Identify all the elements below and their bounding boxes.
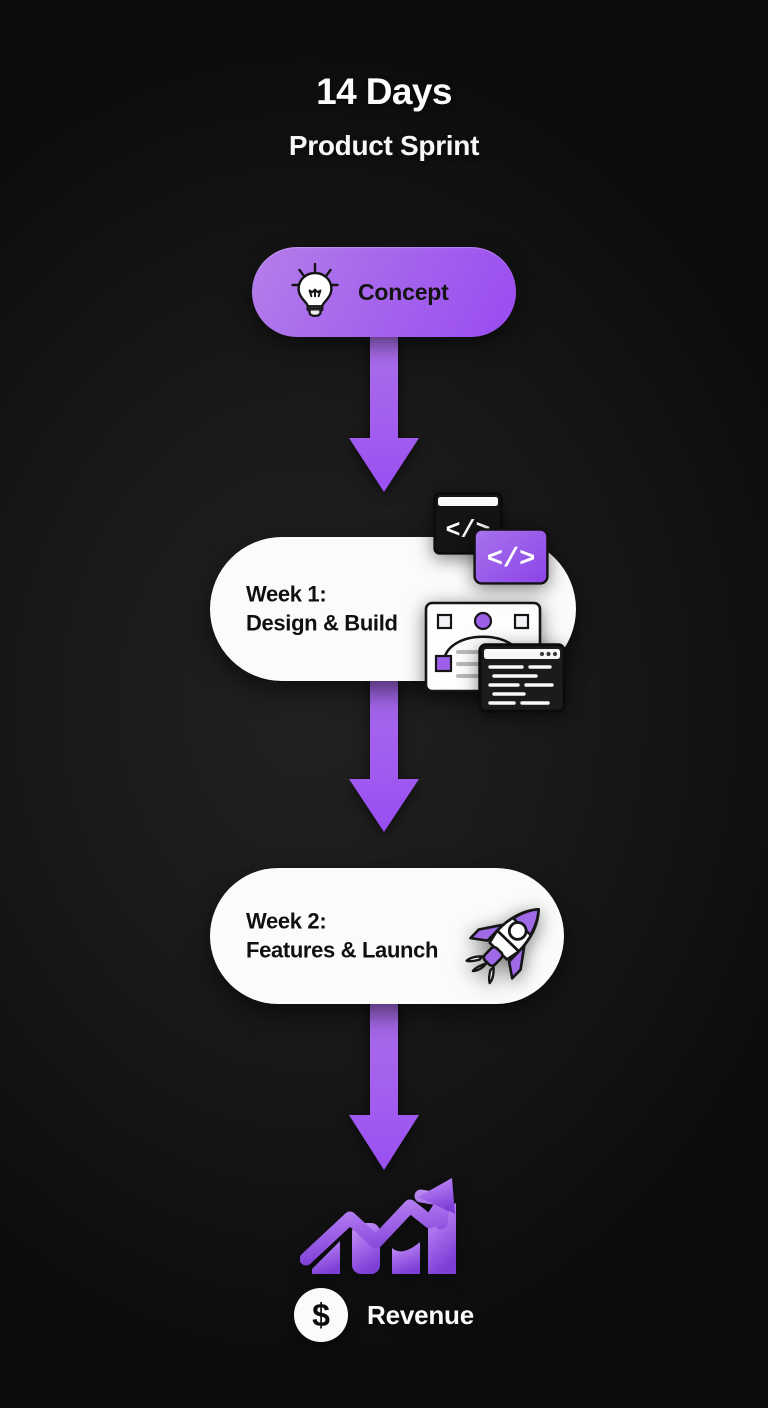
- growth-chart-icon: [300, 1170, 460, 1276]
- flow-arrow-1: [347, 330, 421, 498]
- page-subtitle: Product Sprint: [288, 130, 480, 162]
- flow-arrow-2: [347, 673, 421, 838]
- node-concept-label: Concept: [358, 278, 449, 305]
- node-concept[interactable]: Concept: [252, 247, 516, 337]
- node-revenue[interactable]: $ Revenue: [0, 1288, 768, 1342]
- node-revenue-label: Revenue: [367, 1299, 474, 1330]
- header-block: 14 Days Product Sprint: [0, 72, 768, 162]
- code-editor-window-icon: [478, 643, 566, 713]
- flow-arrow-3: [347, 995, 421, 1175]
- rocket-icon: [462, 893, 554, 989]
- lightbulb-icon: [290, 262, 340, 323]
- dollar-badge-icon: $: [294, 1288, 348, 1342]
- node-week-1-label: Week 1: Design & Build: [246, 581, 398, 635]
- svg-text:</>: </>: [487, 545, 536, 575]
- code-card-purple-icon: </>: [473, 528, 549, 585]
- node-week-2-label: Week 2: Features & Launch: [246, 908, 439, 962]
- page-title: 14 Days: [316, 71, 452, 112]
